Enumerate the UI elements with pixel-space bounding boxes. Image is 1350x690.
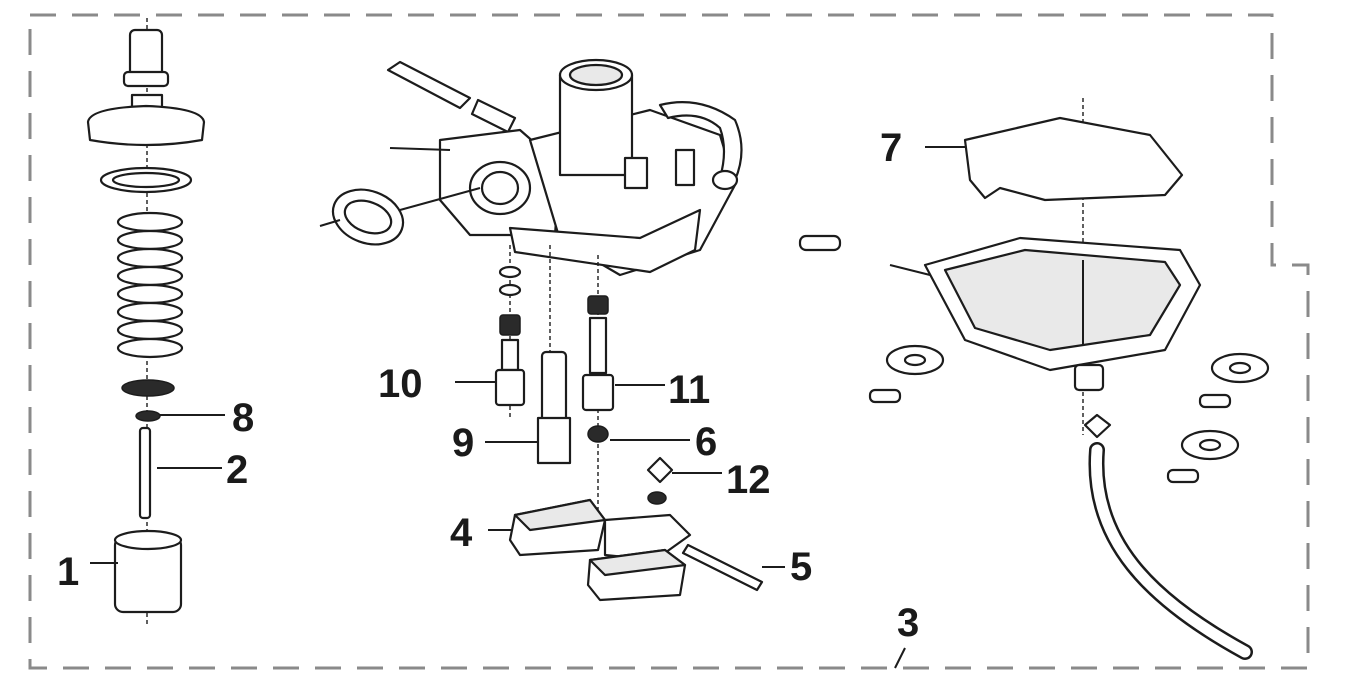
valve-spring	[116, 211, 184, 359]
callout-12: 12	[726, 458, 771, 502]
jet-assembly	[494, 245, 615, 510]
callout-7: 7	[880, 126, 902, 170]
callout-5: 5	[790, 545, 812, 589]
callout-6: 6	[695, 420, 717, 464]
callout-9: 9	[452, 421, 474, 465]
callout-3: 3	[897, 601, 919, 645]
callout-4: 4	[450, 511, 473, 555]
assembly-frame	[28, 13, 1310, 670]
throttle-valve-stack	[86, 18, 206, 625]
callout-10: 10	[378, 362, 423, 406]
carburetor-body	[319, 58, 743, 277]
float-assembly	[508, 456, 764, 602]
callout-11: 11	[668, 368, 710, 412]
callout-leaders	[90, 146, 965, 669]
callout-2: 2	[226, 448, 248, 492]
float-bowl-assembly	[798, 98, 1270, 660]
callout-8: 8	[232, 396, 254, 440]
callout-1: 1	[57, 550, 79, 594]
